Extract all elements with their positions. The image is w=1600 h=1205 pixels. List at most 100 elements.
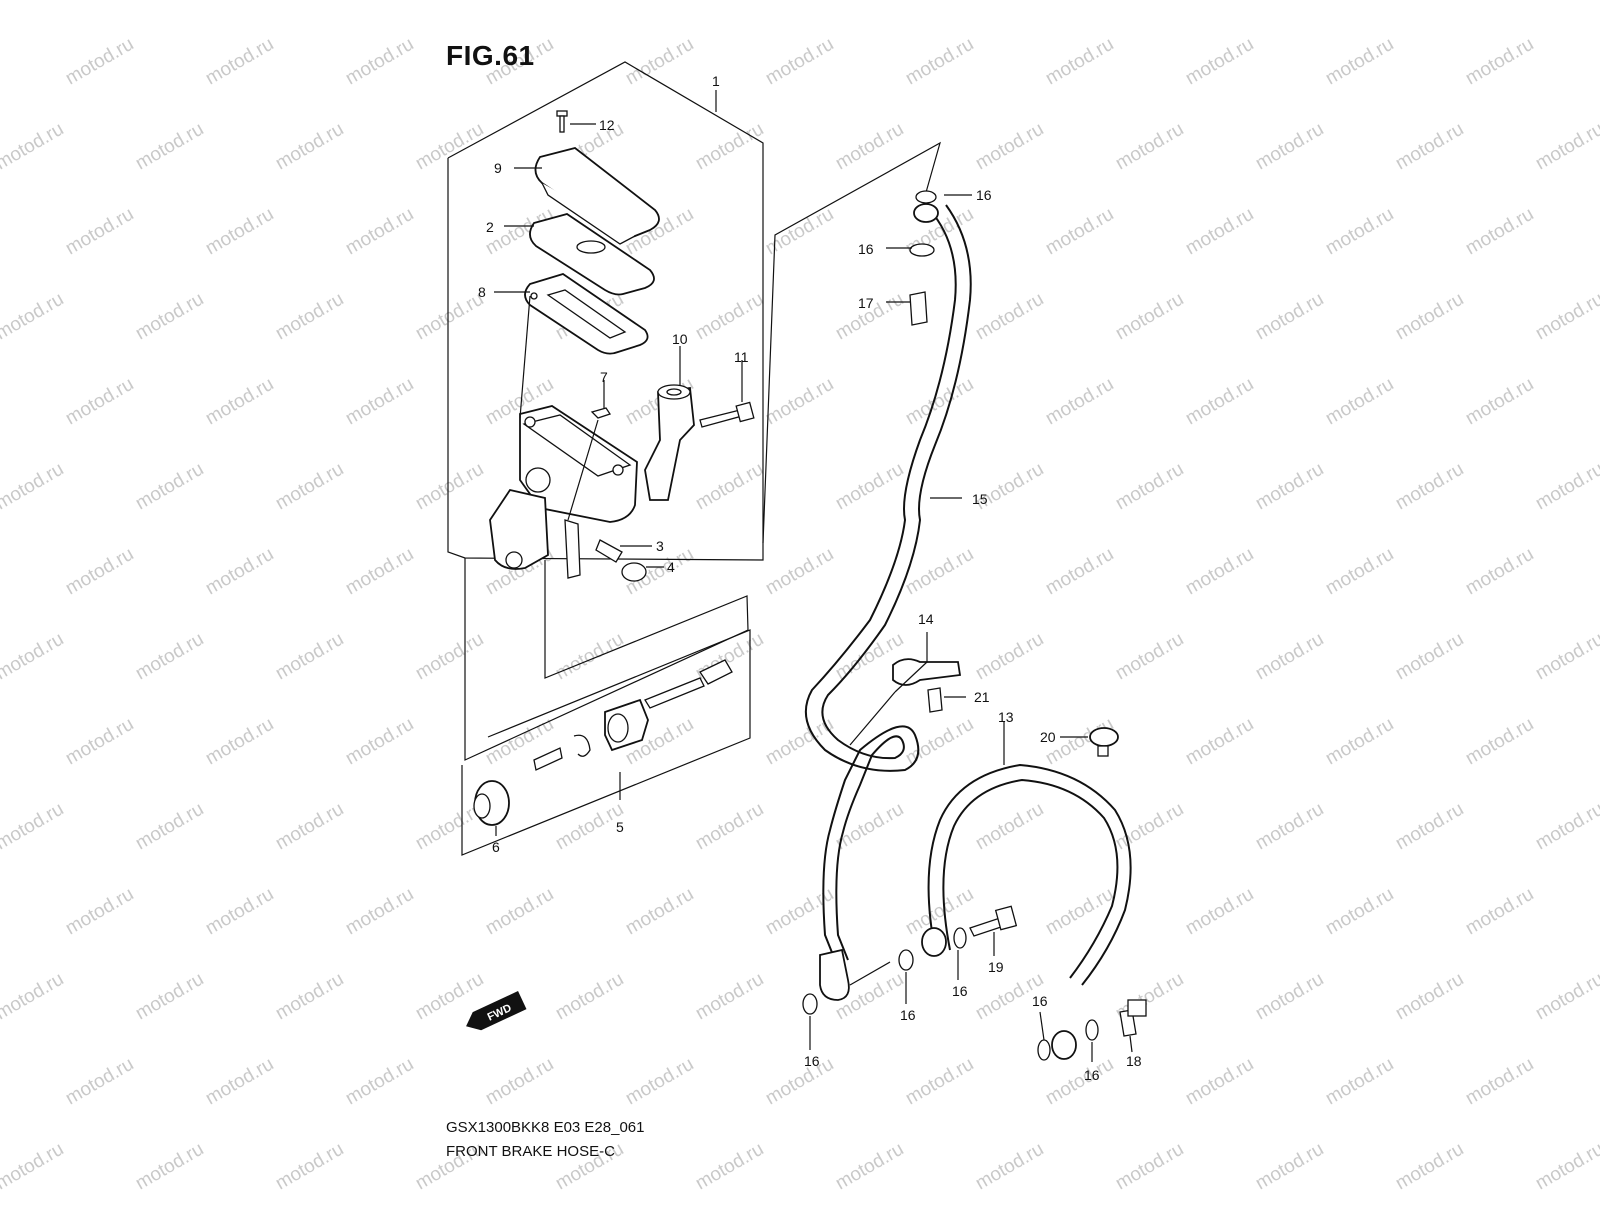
watermark-text: motod.ru <box>412 119 487 175</box>
fwd-arrow-icon: FWD <box>466 991 527 1031</box>
callout-6: 6 <box>492 839 500 855</box>
callout-20: 20 <box>1040 729 1056 745</box>
footer-model-code: GSX1300BKK8 E03 E28_061 <box>446 1119 645 1136</box>
watermark-text: motod.ru <box>832 0 907 4</box>
watermark-text: motod.ru <box>1252 459 1327 515</box>
callout-16f: 16 <box>1032 993 1048 1009</box>
hose-fitting-lower-left <box>802 948 914 1015</box>
assembly-boundary-upper-right <box>762 141 941 544</box>
callout-12: 12 <box>599 117 615 133</box>
watermark-text: motod.ru <box>902 34 977 90</box>
watermark-text: motod.ru <box>1392 969 1467 1025</box>
watermark-text: motod.ru <box>1392 119 1467 175</box>
watermark-text: motod.ru <box>342 544 417 600</box>
watermark-text: motod.ru <box>1112 629 1187 685</box>
watermark-text: motod.ru <box>1322 34 1397 90</box>
watermark-text: motod.ru <box>62 374 137 430</box>
watermark-text: motod.ru <box>412 459 487 515</box>
watermark-text: motod.ru <box>1462 34 1537 90</box>
watermark-text: motod.ru <box>1252 1139 1327 1195</box>
dust-boot-6 <box>473 780 510 826</box>
clip-7 <box>590 407 612 419</box>
callout-21: 21 <box>974 689 990 705</box>
watermark-text: motod.ru <box>832 799 907 855</box>
watermark-text: motod.ru <box>1532 969 1600 1025</box>
watermark-text: motod.ru <box>62 544 137 600</box>
footer-part-name: FRONT BRAKE HOSE-C <box>446 1143 615 1160</box>
watermark-text: motod.ru <box>0 119 67 175</box>
watermark-text: motod.ru <box>1322 884 1397 940</box>
watermark-text: motod.ru <box>1322 204 1397 260</box>
watermark-text: motod.ru <box>0 969 67 1025</box>
watermark-text: motod.ru <box>1112 119 1187 175</box>
brake-hose-13 <box>921 763 1132 1060</box>
watermark-text: motod.ru <box>692 1139 767 1195</box>
watermark-text: motod.ru <box>1182 204 1257 260</box>
watermark-text: motod.ru <box>1532 289 1600 345</box>
bolt-11 <box>699 401 755 428</box>
watermark-text: motod.ru <box>272 969 347 1025</box>
watermark-text: motod.ru <box>202 884 277 940</box>
watermark-text: motod.ru <box>272 799 347 855</box>
watermark-text: motod.ru <box>1392 289 1467 345</box>
watermark-text: motod.ru <box>1042 1054 1117 1110</box>
callout-labels: 1 12 9 2 8 10 11 7 3 4 5 6 16 16 17 15 1… <box>478 73 1142 1083</box>
watermark-text: motod.ru <box>1182 714 1257 770</box>
watermark-text: motod.ru <box>62 1054 137 1110</box>
watermark-text: motod.ru <box>1252 799 1327 855</box>
watermark-text: motod.ru <box>132 629 207 685</box>
watermark-text: motod.ru <box>0 1139 67 1195</box>
watermark-text: motod.ru <box>62 884 137 940</box>
watermark-text: motod.ru <box>1462 544 1537 600</box>
watermark-text: motod.ru <box>342 34 417 90</box>
watermark-text: motod.ru <box>1042 884 1117 940</box>
watermark-text: motod.ru <box>0 629 67 685</box>
watermark-text: motod.ru <box>202 34 277 90</box>
assembly-boundary-main <box>447 61 764 561</box>
watermark-text: motod.ru <box>1112 0 1187 4</box>
watermark-text: motod.ru <box>342 374 417 430</box>
bolt-19 <box>953 905 1018 949</box>
watermark-text: motod.ru <box>692 0 767 4</box>
leader-lines <box>494 90 1133 1062</box>
watermark-text: motod.ru <box>202 544 277 600</box>
callout-11: 11 <box>734 349 749 365</box>
diaphragm-plate-2 <box>529 213 655 296</box>
watermark-text: motod.ru <box>972 629 1047 685</box>
watermark-text: motod.ru <box>62 34 137 90</box>
banjo-fitting-10 <box>644 384 695 501</box>
watermark-text: motod.ru <box>132 119 207 175</box>
watermark-text: motod.ru <box>1182 884 1257 940</box>
master-cylinder-body <box>489 405 638 579</box>
watermark-text: motod.ru <box>1182 34 1257 90</box>
callout-16d: 16 <box>900 1007 916 1023</box>
watermark-text: motod.ru <box>342 884 417 940</box>
piston-kit-5 <box>533 659 733 771</box>
watermark-text: motod.ru <box>482 1054 557 1110</box>
callout-18: 18 <box>1126 1053 1142 1069</box>
callout-10: 10 <box>672 331 688 347</box>
watermark-text: motod.ru <box>1462 1054 1537 1110</box>
watermark-text: motod.ru <box>1322 374 1397 430</box>
watermark-text: motod.ru <box>692 119 767 175</box>
callout-14: 14 <box>918 611 934 627</box>
callout-13: 13 <box>998 709 1014 725</box>
watermark-text: motod.ru <box>0 289 67 345</box>
watermark-text: motod.ru <box>762 544 837 600</box>
watermark-text: motod.ru <box>272 119 347 175</box>
callout-16g: 16 <box>1084 1067 1100 1083</box>
watermark-text: motod.ru <box>692 459 767 515</box>
watermark-text: motod.ru <box>1112 289 1187 345</box>
watermark-text: motod.ru <box>272 1139 347 1195</box>
watermark-text: motod.ru <box>272 629 347 685</box>
figure-title: FIG.61 <box>446 40 535 71</box>
watermark-text: motod.ru <box>552 629 627 685</box>
watermark-text: motod.ru <box>62 714 137 770</box>
watermark-text: motod.ru <box>412 0 487 4</box>
watermark-text: motod.ru <box>762 884 837 940</box>
watermark-text: motod.ru <box>972 119 1047 175</box>
watermark-text: motod.ru <box>1532 799 1600 855</box>
watermark-text: motod.ru <box>1462 884 1537 940</box>
